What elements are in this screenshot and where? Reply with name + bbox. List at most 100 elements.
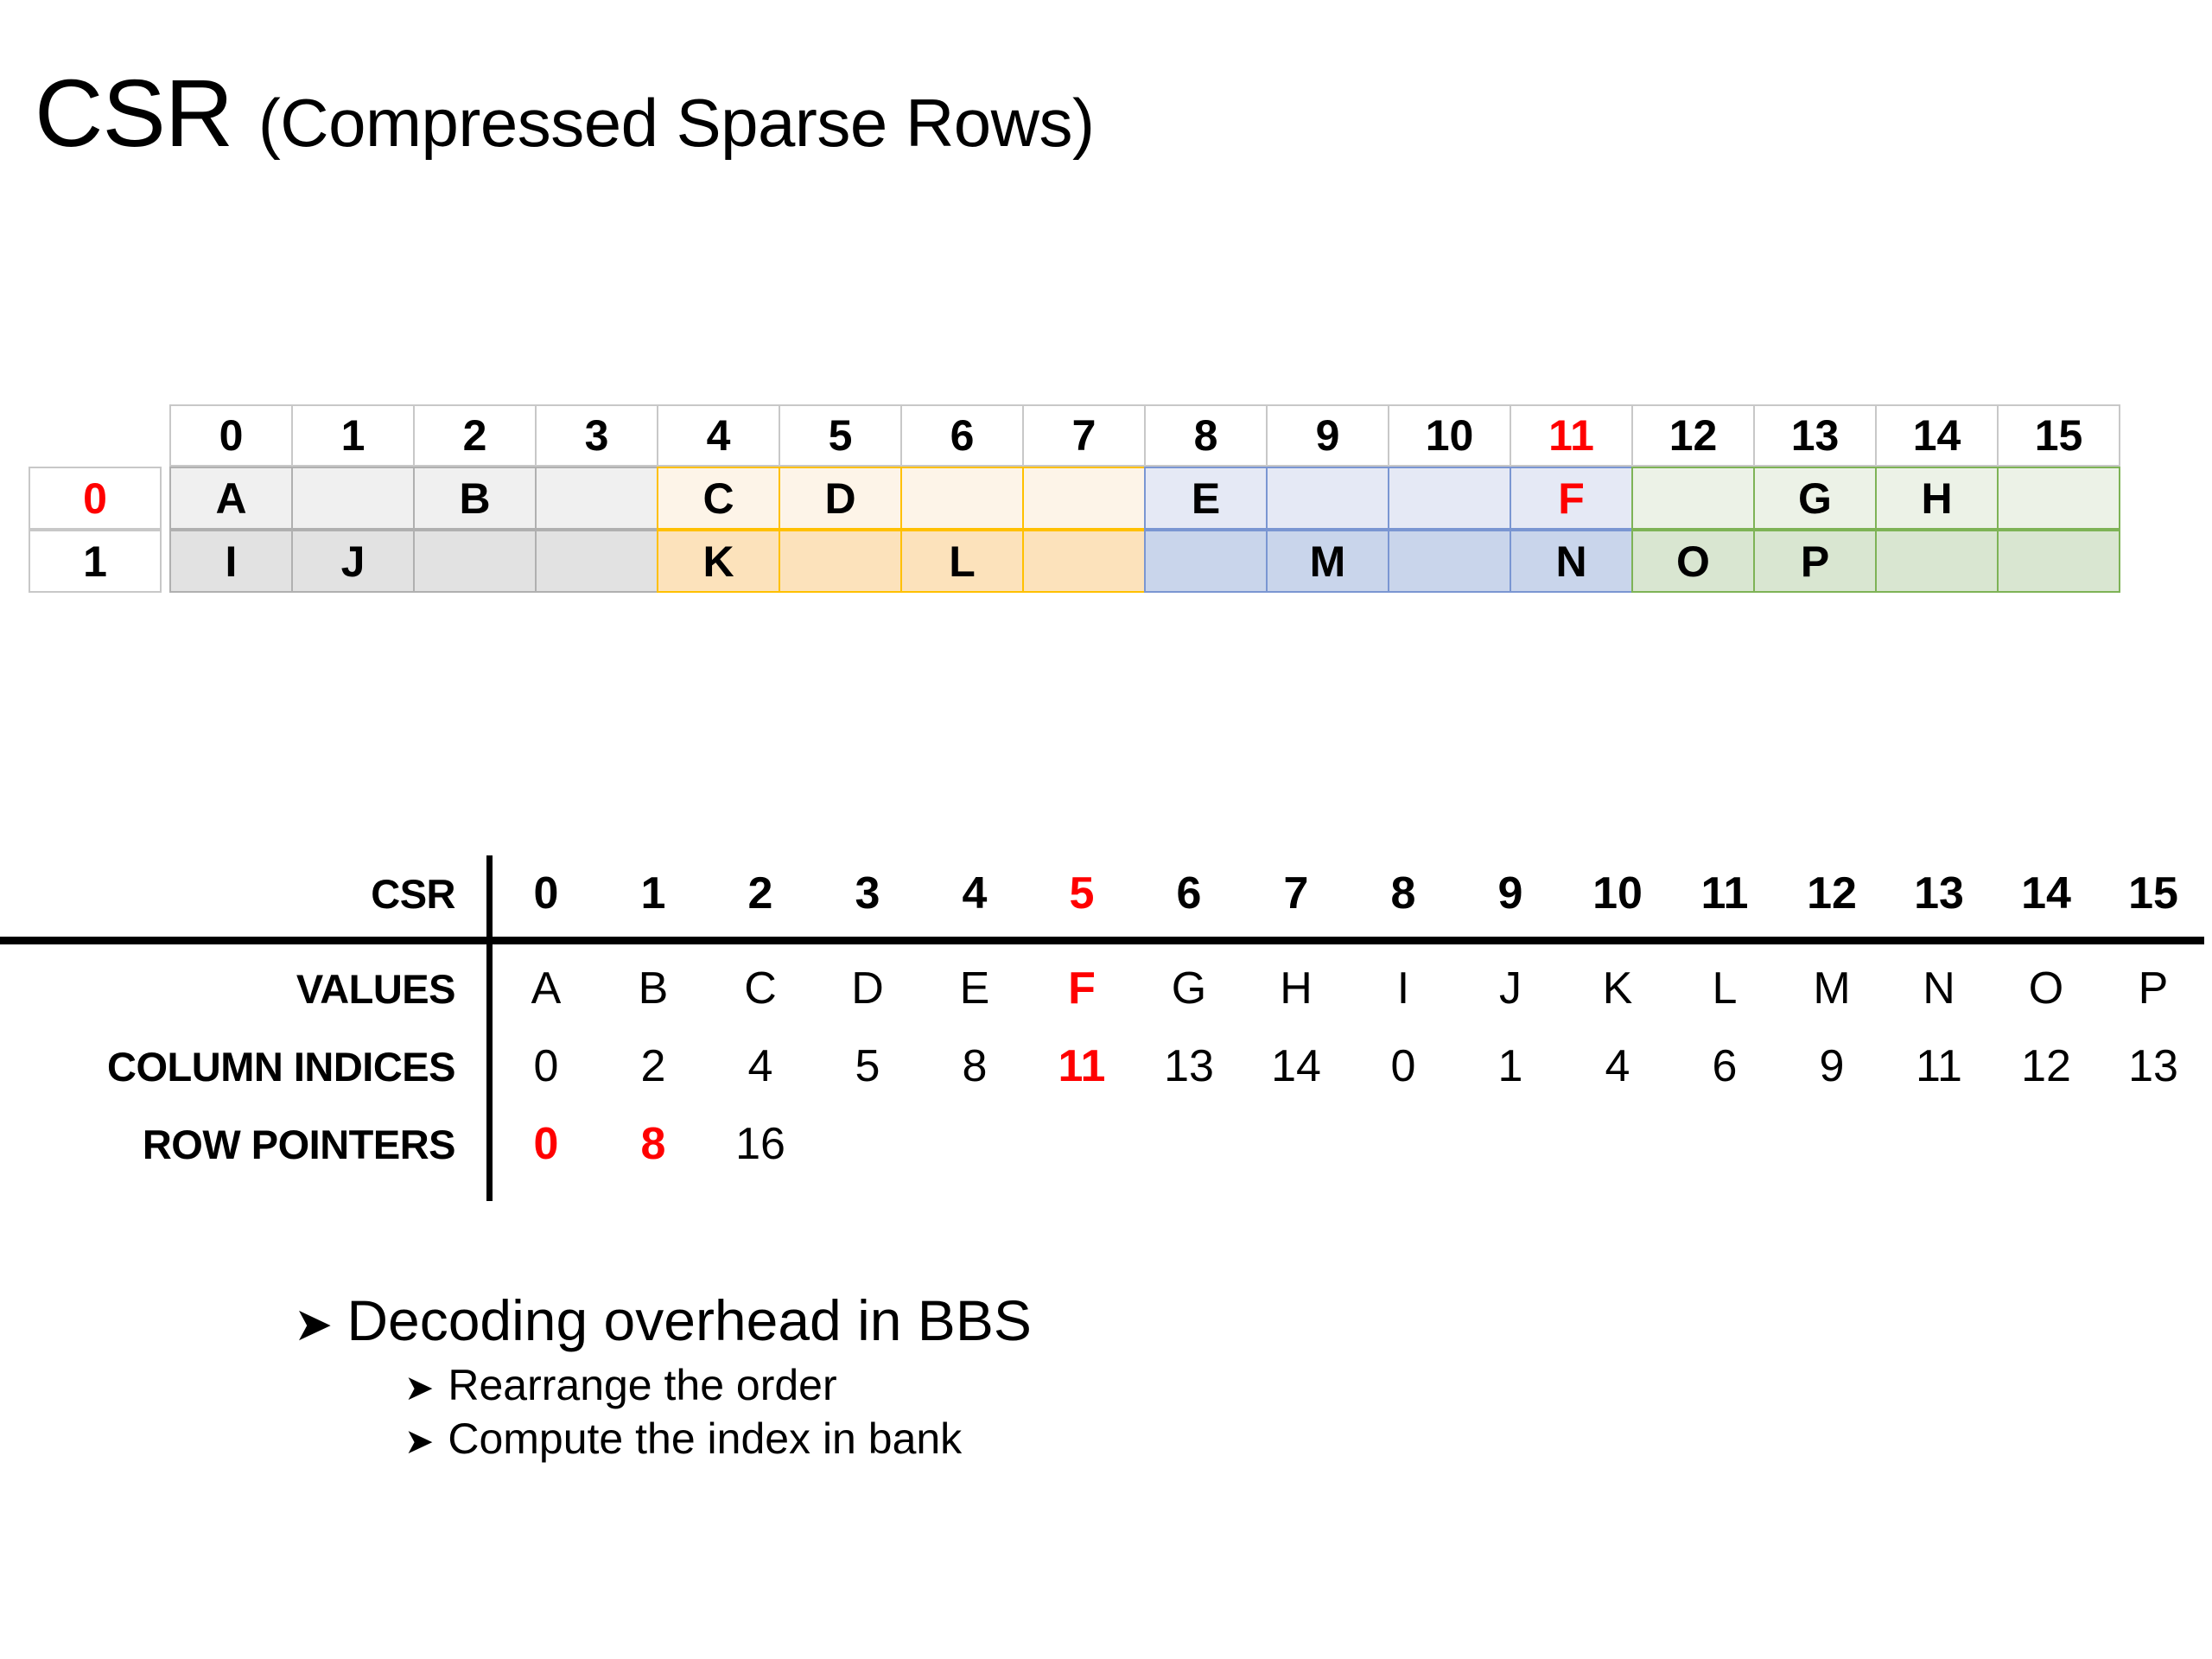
csr-colidx-cells-5: 11 xyxy=(1058,1041,1106,1091)
matrix-cell-r0-c15 xyxy=(1997,467,2120,530)
csr-header-cells-1: 1 xyxy=(640,868,666,918)
matrix-cell-r1-c1: J xyxy=(291,530,415,593)
matrix-cell-r0-c4: C xyxy=(657,467,780,530)
matrix-cell-r1-c11: N xyxy=(1510,530,1633,593)
csr-header-cells-14: 14 xyxy=(2021,868,2071,918)
csr-colidx-cells-4: 8 xyxy=(962,1041,988,1091)
matrix-cell-r0-c6 xyxy=(900,467,1024,530)
bullet-level1: ➤ Decoding overhead in BBS xyxy=(294,1287,1032,1353)
matrix-cell-r0-c12 xyxy=(1631,467,1755,530)
matrix-column-header-9: 9 xyxy=(1266,404,1389,467)
matrix-column-header-6: 6 xyxy=(900,404,1024,467)
matrix-cell-r1-c8 xyxy=(1144,530,1268,593)
bullet-list: ➤ Decoding overhead in BBS ➤ Rearrange t… xyxy=(294,1287,1032,1467)
csr-header-cells-9: 9 xyxy=(1497,868,1523,918)
csr-colidx-cells-15: 13 xyxy=(2128,1041,2178,1091)
bullet-level2-text: Rearrange the order xyxy=(448,1361,837,1409)
csr-values-cells-11: L xyxy=(1712,963,1738,1014)
csr-header-cells-6: 6 xyxy=(1176,868,1202,918)
matrix-column-header-2: 2 xyxy=(413,404,537,467)
csr-colidx-cells-7: 14 xyxy=(1271,1041,1321,1091)
arrow-bullet-icon: ➤ xyxy=(404,1368,435,1408)
matrix-cell-r1-c9: M xyxy=(1266,530,1389,593)
page-title: CSR (Compressed Sparse Rows) xyxy=(35,59,1095,168)
matrix-column-header-12: 12 xyxy=(1631,404,1755,467)
csr-colidx-cells-10: 4 xyxy=(1605,1041,1630,1091)
matrix-row-label-0: 0 xyxy=(29,467,162,530)
matrix-cell-r0-c10 xyxy=(1388,467,1511,530)
matrix-cell-r1-c7 xyxy=(1022,530,1146,593)
matrix-cell-r1-c2 xyxy=(413,530,537,593)
csr-values-cells-7: H xyxy=(1280,963,1313,1014)
csr-header-cells-8: 8 xyxy=(1390,868,1416,918)
title-main-text: CSR xyxy=(35,60,258,167)
csr-colidx-cells-8: 0 xyxy=(1390,1041,1416,1091)
matrix-cell-r0-c1 xyxy=(291,467,415,530)
matrix-column-header-14: 14 xyxy=(1875,404,1999,467)
csr-colidx-cells-2: 4 xyxy=(747,1041,773,1091)
csr-values-cells-4: E xyxy=(959,963,990,1014)
csr-colidx-cells-12: 9 xyxy=(1819,1041,1845,1091)
csr-header-cells-12: 12 xyxy=(1807,868,1857,918)
matrix-row-label-1: 1 xyxy=(29,530,162,593)
matrix-column-header-10: 10 xyxy=(1388,404,1511,467)
title-subtitle-text: (Compressed Sparse Rows) xyxy=(257,85,1095,161)
csr-header-cells-5: 5 xyxy=(1069,868,1095,918)
matrix-column-header-1: 1 xyxy=(291,404,415,467)
csr-rowptr-cells-0: 0 xyxy=(533,1119,559,1169)
csr-values-cells-3: D xyxy=(851,963,884,1014)
matrix-cell-r1-c13: P xyxy=(1753,530,1877,593)
csr-values-cells-8: I xyxy=(1396,963,1410,1014)
csr-values-cells-13: N xyxy=(1923,963,1955,1014)
matrix-column-header-11: 11 xyxy=(1510,404,1633,467)
csr-colidx-cells-13: 11 xyxy=(1916,1041,1962,1091)
csr-header-cells-4: 4 xyxy=(962,868,988,918)
csr-header-cells-2: 2 xyxy=(747,868,773,918)
csr-colidx-cells-6: 13 xyxy=(1164,1041,1214,1091)
matrix-cell-r0-c13: G xyxy=(1753,467,1877,530)
csr-colidx-cells-1: 2 xyxy=(640,1041,666,1091)
matrix-cell-r0-c7 xyxy=(1022,467,1146,530)
matrix-cell-r1-c3 xyxy=(535,530,658,593)
csr-values-cells-9: J xyxy=(1499,963,1522,1014)
csr-horizontal-divider xyxy=(0,937,2204,944)
csr-colidx-cells-11: 6 xyxy=(1712,1041,1738,1091)
matrix-cell-r1-c10 xyxy=(1388,530,1511,593)
csr-values-cells-14: O xyxy=(2028,963,2064,1014)
csr-header-cells-11: 11 xyxy=(1700,868,1749,918)
matrix-column-header-5: 5 xyxy=(779,404,902,467)
csr-header-cells-10: 10 xyxy=(1592,868,1643,918)
csr-header-cells-15: 15 xyxy=(2128,868,2178,918)
matrix-cell-r0-c2: B xyxy=(413,467,537,530)
csr-colidx-cells-14: 12 xyxy=(2021,1041,2071,1091)
bullet-level1-text: Decoding overhead in BBS xyxy=(346,1288,1032,1352)
csr-values-cells-2: C xyxy=(744,963,777,1014)
matrix-cell-r0-c14: H xyxy=(1875,467,1999,530)
matrix-cell-r1-c4: K xyxy=(657,530,780,593)
csr-row-label-column-indices: COLUMN INDICES xyxy=(107,1043,455,1090)
matrix-cell-r0-c9 xyxy=(1266,467,1389,530)
csr-rowptr-cells-1: 8 xyxy=(640,1119,666,1169)
csr-values-cells-6: G xyxy=(1171,963,1207,1014)
matrix-column-header-8: 8 xyxy=(1144,404,1268,467)
bullet-level2-item-1: ➤ Compute the index in bank xyxy=(404,1414,1032,1464)
matrix-cell-r1-c6: L xyxy=(900,530,1024,593)
csr-vertical-divider xyxy=(486,855,493,1201)
arrow-bullet-icon: ➤ xyxy=(404,1421,435,1461)
matrix-cell-r0-c11: F xyxy=(1510,467,1633,530)
matrix-cell-r0-c5: D xyxy=(779,467,902,530)
matrix-column-header-3: 3 xyxy=(535,404,658,467)
csr-header-cells-3: 3 xyxy=(855,868,880,918)
csr-values-cells-10: K xyxy=(1602,963,1633,1014)
